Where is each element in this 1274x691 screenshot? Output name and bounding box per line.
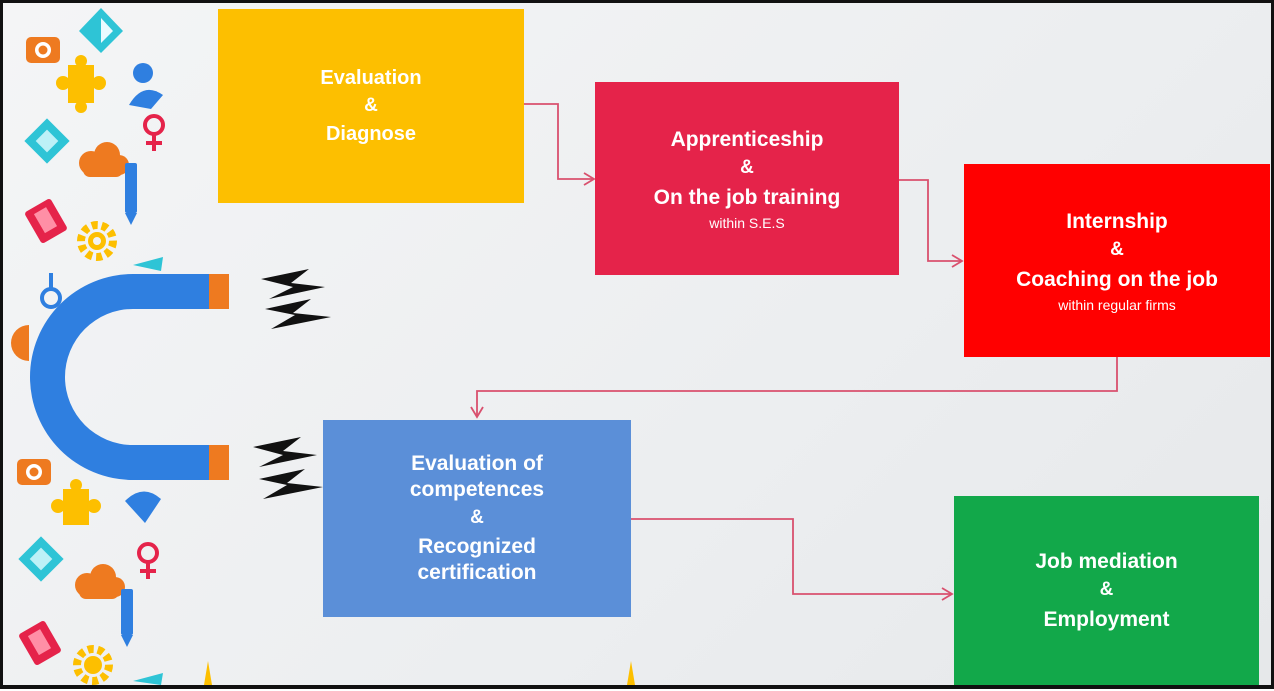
pin-icon — [40, 273, 62, 309]
step-line: competences — [409, 478, 545, 502]
step-line: Apprenticeship — [670, 128, 824, 151]
puzzle-icon — [51, 479, 101, 525]
camera-icon — [17, 459, 51, 485]
diamond-icon — [79, 8, 123, 53]
step-evaluation-of-competences: Evaluation of competences & Recognized c… — [323, 420, 631, 617]
step-apprenticeship: Apprenticeship & On the job training wit… — [595, 82, 899, 275]
step-ampersand: & — [1099, 579, 1114, 601]
arrow-apprenticeship-to-internship — [899, 179, 961, 262]
spike-icon — [627, 661, 635, 685]
arrow-competences-to-mediation — [631, 518, 951, 595]
step-job-mediation: Job mediation & Employment — [954, 496, 1259, 685]
gear-icon — [77, 221, 117, 261]
half-circle-icon — [11, 325, 29, 361]
book-icon — [19, 621, 61, 665]
book-icon — [25, 199, 67, 243]
step-ampersand: & — [364, 94, 378, 116]
step-line: Internship — [1066, 210, 1168, 233]
female-symbol-icon — [143, 114, 165, 151]
step-line: Evaluation — [320, 66, 422, 89]
step-line: Recognized — [418, 534, 536, 558]
user-icon — [129, 63, 163, 109]
arrow-evaluation-to-apprenticeship — [524, 103, 593, 180]
female-symbol-icon — [137, 542, 159, 579]
step-line: Diagnose — [325, 123, 417, 146]
cyan-shape-icon — [133, 257, 163, 685]
lightning-icon — [253, 269, 331, 499]
step-line: Evaluation of — [411, 451, 543, 475]
step-ampersand: & — [1110, 239, 1124, 261]
step-subtitle: within S.E.S — [709, 214, 785, 231]
pencil-icon — [121, 589, 133, 647]
notepad-icon — [18, 536, 64, 582]
step-evaluation-diagnose: Evaluation & Diagnose — [218, 9, 524, 203]
step-ampersand: & — [470, 507, 484, 529]
step-line: certification — [417, 560, 537, 584]
notepad-icon — [24, 118, 70, 164]
cloud-icon — [79, 142, 129, 177]
step-internship: Internship & Coaching on the job within … — [964, 164, 1270, 357]
step-ampersand: & — [740, 157, 754, 179]
step-line: Job mediation — [1035, 550, 1178, 573]
arrow-internship-to-competences — [476, 357, 1118, 416]
camera-icon — [26, 37, 60, 63]
spike-icon — [204, 661, 212, 685]
magnet-icon — [30, 274, 229, 480]
step-line: Coaching on the job — [1016, 267, 1218, 291]
step-line: On the job training — [653, 185, 841, 209]
step-line: Employment — [1043, 607, 1170, 631]
decor-layer — [11, 8, 331, 685]
cloud-icon — [75, 564, 125, 599]
gear-icon — [73, 645, 113, 685]
puzzle-icon — [56, 55, 106, 113]
user-icon — [125, 491, 161, 523]
pencil-icon — [125, 163, 137, 225]
step-subtitle: within regular firms — [1058, 296, 1176, 313]
